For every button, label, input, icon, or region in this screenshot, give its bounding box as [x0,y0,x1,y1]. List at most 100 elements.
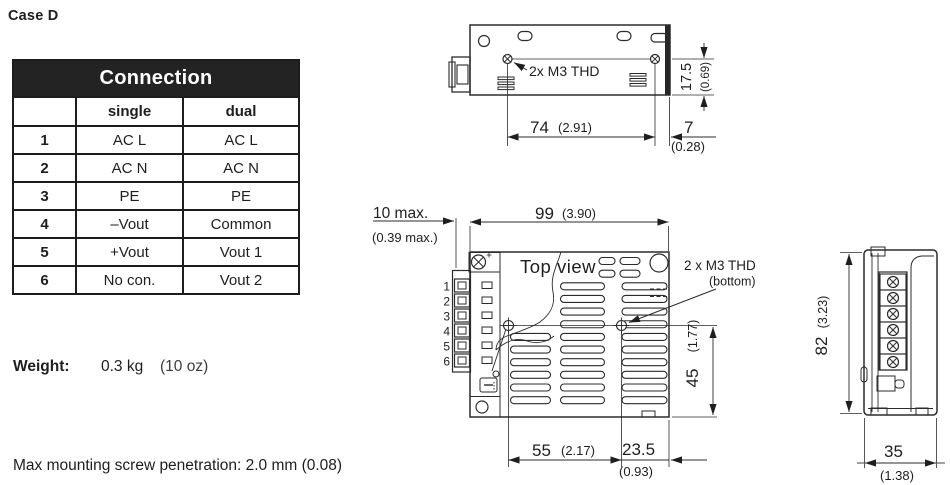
dual-value: Vout 2 [181,265,301,295]
end-view-drawing: 82 (3.23) 35 (1.38) [812,246,945,483]
svg-text:7: 7 [684,118,693,137]
connection-table-title: Connection [11,59,301,98]
svg-text:4: 4 [443,325,450,339]
svg-text:(0.28): (0.28) [671,139,705,154]
pin-number: 1 [12,125,77,155]
pin-number: 3 [12,181,77,211]
svg-text:(2.17): (2.17) [561,443,595,458]
cover-screw [470,254,487,270]
svg-text:(3.23): (3.23) [816,296,830,329]
svg-text:3: 3 [443,310,450,324]
thread-label: 2x M3 THD [529,63,600,79]
input-connector [448,56,471,93]
svg-text:99: 99 [535,204,554,223]
vent-bars [497,73,647,91]
dim-hole-spacing: 74 (2.91) [507,64,670,146]
svg-text:10 max.: 10 max. [373,205,428,222]
weight-label: Weight: [13,358,70,375]
svg-text:1: 1 [443,280,450,294]
svg-text:6: 6 [443,355,450,369]
single-value: +Vout [75,237,184,267]
thread-holes [502,53,661,65]
vent-slot [650,32,669,43]
col-header-single: single [75,96,184,127]
vent-slot [517,30,533,42]
power-switch [876,375,905,392]
case-end-wall [665,25,670,95]
svg-text:2 x M3 THD: 2 x M3 THD [684,258,756,273]
dim-height: 17.5 (0.69) [672,43,714,111]
foot-notch [641,410,656,418]
terminal-numbers: 1 2 3 4 5 6 [443,280,450,369]
svg-text:82: 82 [812,337,831,356]
pin-number: 5 [12,237,77,267]
side-bump [860,366,868,383]
trimmer-and-led [479,370,500,393]
dual-value: PE [181,181,301,211]
svg-text:55: 55 [532,441,551,460]
pin-number: 6 [12,265,77,295]
foot [915,407,929,416]
svg-text:(0.69): (0.69) [700,62,712,92]
terminal-block [451,269,493,373]
mounting-note: Max mounting screw penetration: 2.0 mm (… [13,457,343,474]
col-header-pin [12,96,77,127]
vent-slots [509,256,668,405]
single-value: AC L [75,125,184,155]
svg-text:23.5: 23.5 [622,440,655,459]
single-value: AC N [75,153,184,183]
page-title: Case D [8,8,59,24]
svg-text:45: 45 [683,369,702,388]
single-value: –Vout [75,209,184,239]
dim-width: 35 (1.38) [857,418,945,483]
svg-text:5: 5 [443,340,450,354]
led-indicator [492,370,500,378]
dim-length: 99 (3.90) [469,204,669,251]
corner-hole [649,253,669,273]
svg-text:2: 2 [443,295,450,309]
svg-text:35: 35 [884,442,903,461]
single-value: No con. [75,265,184,295]
col-header-dual: dual [181,96,301,127]
top-view-drawing: Top view 1 2 3 4 5 6 [372,204,756,479]
dim-hole-spacing: 55 (2.17) 23.5 (0.93) [508,330,707,479]
svg-text:(0.93): (0.93) [619,464,653,479]
svg-text:(1.38): (1.38) [880,468,914,483]
dual-value: AC N [181,153,301,183]
dim-height: 82 (3.23) [812,252,862,414]
weight-row: Weight: 0.3 kg (10 oz) [13,358,208,376]
svg-text:(1.77): (1.77) [686,320,700,353]
vent-slot [616,30,632,42]
dual-value: Vout 1 [181,237,301,267]
thread-label-group: 2 x M3 THD (bottom) [628,258,756,323]
wire-outline [491,251,562,372]
single-value: PE [75,181,184,211]
dim-hole-edge: 7 (0.28) [671,118,716,154]
dim-hole-depth: 45 (1.77) [672,320,717,418]
dual-value: AC L [181,125,301,155]
view-label: Top view [520,256,596,277]
dual-value: Common [181,209,301,239]
svg-text:74: 74 [530,118,549,137]
foot [870,407,888,416]
weight-alt-value: (10 oz) [160,358,209,375]
dim-terminal-clearance: 10 max. (0.39 max.) [372,205,457,268]
side-view-drawing: 2x M3 THD 74 (2.91) 7 (0.28) [448,24,716,154]
mounting-hole [475,400,489,414]
terminal-strip [878,271,908,371]
svg-text:(3.90): (3.90) [562,206,596,221]
svg-text:(0.39 max.): (0.39 max.) [372,230,438,245]
mounting-hole [477,34,491,48]
pin-number: 4 [12,209,77,239]
svg-text:(2.91): (2.91) [558,120,592,135]
pin-number: 2 [12,153,77,183]
